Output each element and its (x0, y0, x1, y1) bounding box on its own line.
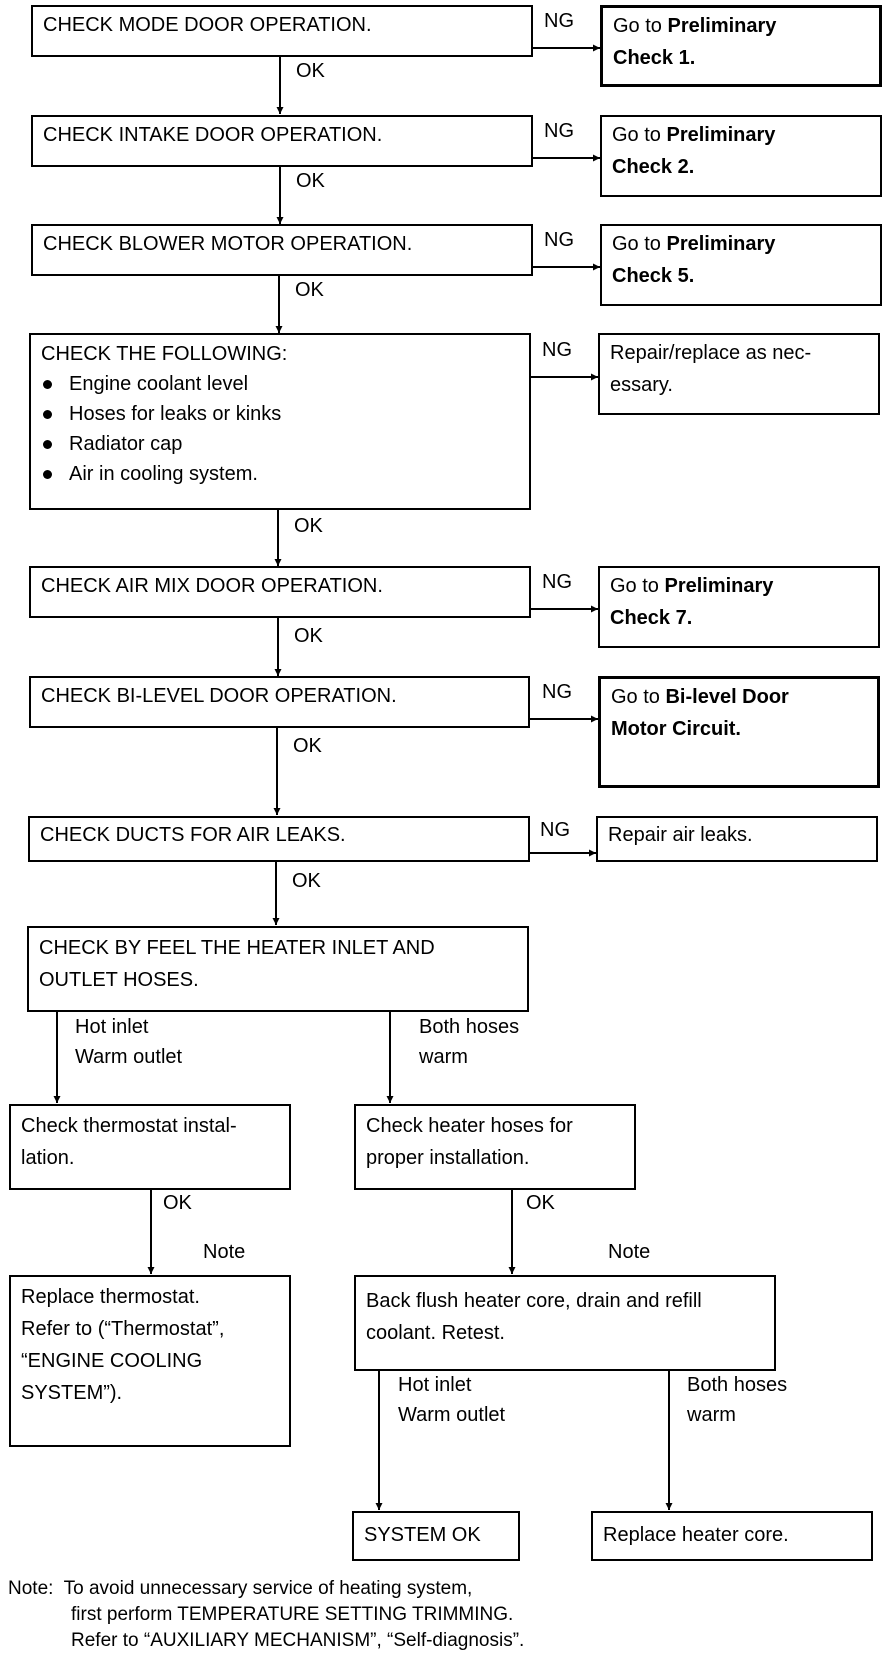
step-text: CHECK BI-LEVEL DOOR OPERATION. (41, 685, 397, 707)
step-text: CHECK THE FOLLOWING: (41, 343, 288, 365)
ng-label: NG (542, 339, 572, 361)
ng-bold: Motor Circuit. (611, 718, 741, 740)
ng-label: NG (542, 681, 572, 703)
ng-text: Repair/replace as nec- (610, 342, 812, 364)
ng-bold: Check 7. (610, 607, 693, 629)
warm-label: warm (687, 1404, 736, 1426)
list-item: Engine coolant level (41, 369, 519, 399)
box-text: Refer to (“Thermostat”, (21, 1318, 225, 1340)
ok-label: OK (294, 625, 323, 647)
ng-text: essary. (610, 374, 673, 396)
check-thermostat-installation: Check thermostat instal- lation. (9, 1104, 291, 1190)
ng-label: NG (540, 819, 570, 841)
replace-heater-core-box: Replace heater core. (591, 1511, 873, 1561)
step-text: CHECK BY FEEL THE HEATER INLET AND (39, 937, 435, 959)
step-check-by-feel: CHECK BY FEEL THE HEATER INLET AND OUTLE… (27, 926, 529, 1012)
ng-lead: Go to (613, 15, 662, 37)
list-item: Air in cooling system. (41, 459, 519, 489)
ng-bold: Check 2. (612, 156, 695, 178)
ng-box-preliminary-check-5: Go to Preliminary Check 5. (600, 224, 882, 306)
warm-outlet-label: Warm outlet (75, 1046, 183, 1068)
box-text: SYSTEM”). (21, 1382, 123, 1404)
ng-label: NG (544, 229, 574, 251)
box-text: lation. (21, 1147, 75, 1169)
ng-bold: Bi-level Door (665, 686, 789, 708)
box-text: SYSTEM OK (364, 1524, 481, 1546)
footnote-line: first perform TEMPERATURE SETTING TRIMMI… (71, 1604, 514, 1625)
box-text: Replace thermostat. (21, 1286, 200, 1308)
ng-box-bi-level-door-motor-circuit: Go to Bi-level Door Motor Circuit. (598, 676, 880, 788)
ok-label: OK (292, 870, 321, 892)
hot-inlet-label: Hot inlet (75, 1016, 149, 1038)
back-flush-heater-core: Back flush heater core, drain and refill… (354, 1275, 776, 1371)
box-text: Check thermostat instal- (21, 1115, 237, 1137)
step-check-bi-level-door: CHECK BI-LEVEL DOOR OPERATION. (29, 676, 530, 728)
ng-label: NG (542, 571, 572, 593)
ng-box-repair-air-leaks: Repair air leaks. (596, 816, 878, 862)
step-check-ducts: CHECK DUCTS FOR AIR LEAKS. (28, 816, 530, 862)
ng-lead: Go to (612, 124, 661, 146)
hot-inlet-label: Hot inlet (398, 1374, 472, 1396)
list-item: Hoses for leaks or kinks (41, 399, 519, 429)
ok-label: OK (295, 279, 324, 301)
ng-text: Repair air leaks. (608, 824, 753, 846)
ng-bold: Check 1. (613, 47, 696, 69)
ng-box-preliminary-check-7: Go to Preliminary Check 7. (598, 566, 880, 648)
ng-box-preliminary-check-1: Go to Preliminary Check 1. (600, 5, 882, 87)
box-text: “ENGINE COOLING (21, 1350, 203, 1372)
warm-outlet-label: Warm outlet (398, 1404, 506, 1426)
box-text: Back flush heater core, drain and refill (366, 1290, 702, 1312)
ng-box-preliminary-check-2: Go to Preliminary Check 2. (600, 115, 882, 197)
ok-label: OK (294, 515, 323, 537)
ng-bold: Preliminary (666, 233, 776, 255)
ng-lead: Go to (610, 575, 659, 597)
step-text: CHECK INTAKE DOOR OPERATION. (43, 124, 383, 146)
ng-bold: Preliminary (666, 124, 776, 146)
box-text: Replace heater core. (603, 1524, 789, 1546)
ok-label: OK (163, 1192, 192, 1214)
warm-label: warm (419, 1046, 468, 1068)
step-check-mode-door: CHECK MODE DOOR OPERATION. (31, 5, 533, 57)
step-text: CHECK DUCTS FOR AIR LEAKS. (40, 824, 346, 846)
ok-label: OK (296, 170, 325, 192)
footnote-line: Refer to “AUXILIARY MECHANISM”, “Self-di… (71, 1630, 525, 1651)
ng-label: NG (544, 10, 574, 32)
box-text: Check heater hoses for (366, 1115, 573, 1137)
note-label: Note (203, 1241, 246, 1263)
step-check-the-following: CHECK THE FOLLOWING: Engine coolant leve… (29, 333, 531, 510)
ng-box-repair-replace: Repair/replace as nec- essary. (598, 333, 880, 415)
step-text: CHECK BLOWER MOTOR OPERATION. (43, 233, 413, 255)
box-text: proper installation. (366, 1147, 530, 1169)
step-text: CHECK MODE DOOR OPERATION. (43, 14, 372, 36)
step-check-intake-door: CHECK INTAKE DOOR OPERATION. (31, 115, 533, 167)
step-text: OUTLET HOSES. (39, 969, 199, 991)
step-check-blower-motor: CHECK BLOWER MOTOR OPERATION. (31, 224, 533, 276)
ng-bold: Check 5. (612, 265, 695, 287)
ok-label: OK (526, 1192, 555, 1214)
note-label: Note (608, 1241, 651, 1263)
step-check-air-mix-door: CHECK AIR MIX DOOR OPERATION. (29, 566, 531, 618)
replace-thermostat: Replace thermostat. Refer to (“Thermosta… (9, 1275, 291, 1447)
ok-label: OK (296, 60, 325, 82)
ng-lead: Go to (612, 233, 661, 255)
ng-bold: Preliminary (664, 575, 774, 597)
box-text: coolant. Retest. (366, 1322, 505, 1344)
check-list: Engine coolant level Hoses for leaks or … (41, 369, 519, 489)
both-hoses-label: Both hoses (687, 1374, 788, 1396)
system-ok-box: SYSTEM OK (352, 1511, 520, 1561)
list-item: Radiator cap (41, 429, 519, 459)
step-text: CHECK AIR MIX DOOR OPERATION. (41, 575, 383, 597)
footnote-line: Note: To avoid unnecessary service of he… (8, 1578, 473, 1599)
both-hoses-label: Both hoses (419, 1016, 520, 1038)
ok-label: OK (293, 735, 322, 757)
ng-lead: Go to (611, 686, 660, 708)
footnote: Note: To avoid unnecessary service of he… (8, 1576, 524, 1654)
ng-label: NG (544, 120, 574, 142)
check-heater-hoses: Check heater hoses for proper installati… (354, 1104, 636, 1190)
ng-bold: Preliminary (667, 15, 777, 37)
